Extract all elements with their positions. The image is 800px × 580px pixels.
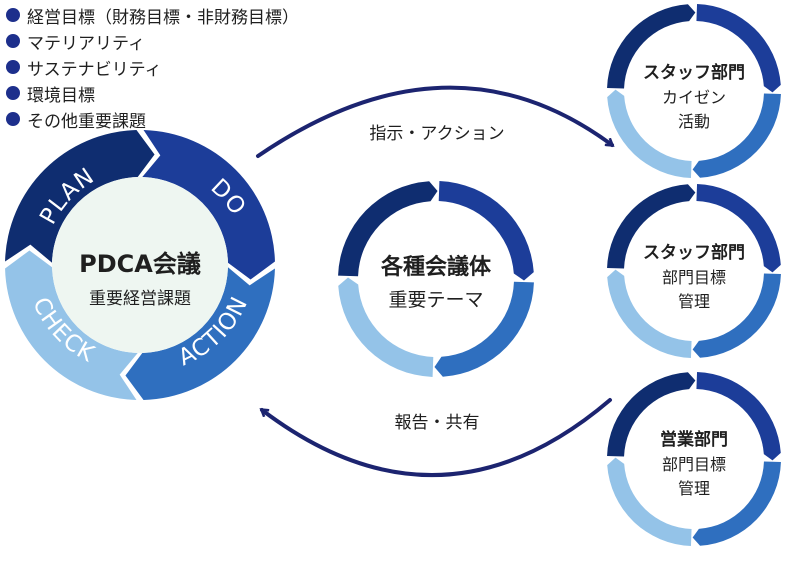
department-title: 営業部門 bbox=[660, 429, 728, 450]
topic-label: その他重要課題 bbox=[27, 111, 146, 132]
bullet-dot-icon bbox=[6, 34, 20, 48]
ring-segment bbox=[607, 457, 692, 546]
topic-label: 環境目標 bbox=[27, 85, 95, 106]
pdca-subtitle: 重要経営課題 bbox=[89, 289, 191, 309]
ring-segment bbox=[696, 4, 781, 93]
topic-item: サステナビリティ bbox=[6, 54, 299, 80]
ring-segment bbox=[338, 181, 438, 277]
bullet-dot-icon bbox=[6, 8, 20, 22]
meeting-bodies-ring bbox=[338, 181, 534, 377]
ring-segment bbox=[692, 93, 781, 178]
ring-segment bbox=[607, 4, 696, 89]
management-topics-list: 経営目標（財務目標・非財務目標） マテリアリティ サステナビリティ 環境目標 そ… bbox=[6, 2, 299, 132]
department-ring bbox=[607, 372, 781, 546]
pdca-title: PDCA会議 bbox=[79, 250, 201, 278]
pdca-cycle-ring bbox=[5, 130, 275, 400]
bullet-dot-icon bbox=[6, 86, 20, 100]
check-segment bbox=[125, 267, 275, 400]
instruction-arrow bbox=[256, 85, 612, 158]
instruction-arrow-label: 指示・アクション bbox=[369, 124, 504, 144]
action-segment bbox=[5, 250, 138, 400]
topic-item: 環境目標 bbox=[6, 80, 299, 106]
pdca-center-disc bbox=[52, 177, 228, 353]
bullet-dot-icon bbox=[6, 112, 20, 126]
topic-label: サステナビリティ bbox=[27, 59, 162, 80]
department-line: カイゼン bbox=[662, 88, 726, 107]
ring-segment bbox=[692, 273, 781, 358]
bullet-dot-icon bbox=[6, 60, 20, 74]
department-line: 部門目標 bbox=[662, 268, 726, 287]
department-title: スタッフ部門 bbox=[643, 62, 745, 83]
ring-segment bbox=[692, 461, 781, 546]
ring-segment bbox=[607, 184, 696, 269]
ring-segment bbox=[607, 372, 696, 457]
report-arrow-label: 報告・共有 bbox=[395, 413, 480, 433]
department-ring bbox=[607, 4, 781, 178]
ring-segment bbox=[696, 184, 781, 273]
topic-label: マテリアリティ bbox=[27, 33, 145, 54]
ring-segment bbox=[696, 372, 781, 461]
do-segment bbox=[142, 130, 275, 280]
topic-item: 経営目標（財務目標・非財務目標） bbox=[6, 2, 299, 28]
topic-label: 経営目標（財務目標・非財務目標） bbox=[27, 7, 299, 28]
department-line: 活動 bbox=[678, 112, 710, 131]
department-ring bbox=[607, 184, 781, 358]
ring-segment bbox=[438, 181, 534, 281]
report-arrow bbox=[262, 398, 612, 478]
topic-item: その他重要課題 bbox=[6, 106, 299, 132]
ring-segment bbox=[607, 269, 692, 358]
department-line: 管理 bbox=[678, 479, 710, 498]
ring-segment bbox=[434, 281, 534, 377]
meeting-bodies-title: 各種会議体 bbox=[380, 254, 492, 280]
topic-item: マテリアリティ bbox=[6, 28, 299, 54]
department-title: スタッフ部門 bbox=[643, 242, 745, 263]
meeting-bodies-subtitle: 重要テーマ bbox=[388, 289, 483, 311]
department-line: 部門目標 bbox=[662, 455, 726, 474]
plan-segment bbox=[5, 130, 155, 263]
department-line: 管理 bbox=[678, 292, 710, 311]
ring-segment bbox=[338, 277, 434, 377]
ring-segment bbox=[607, 89, 692, 178]
